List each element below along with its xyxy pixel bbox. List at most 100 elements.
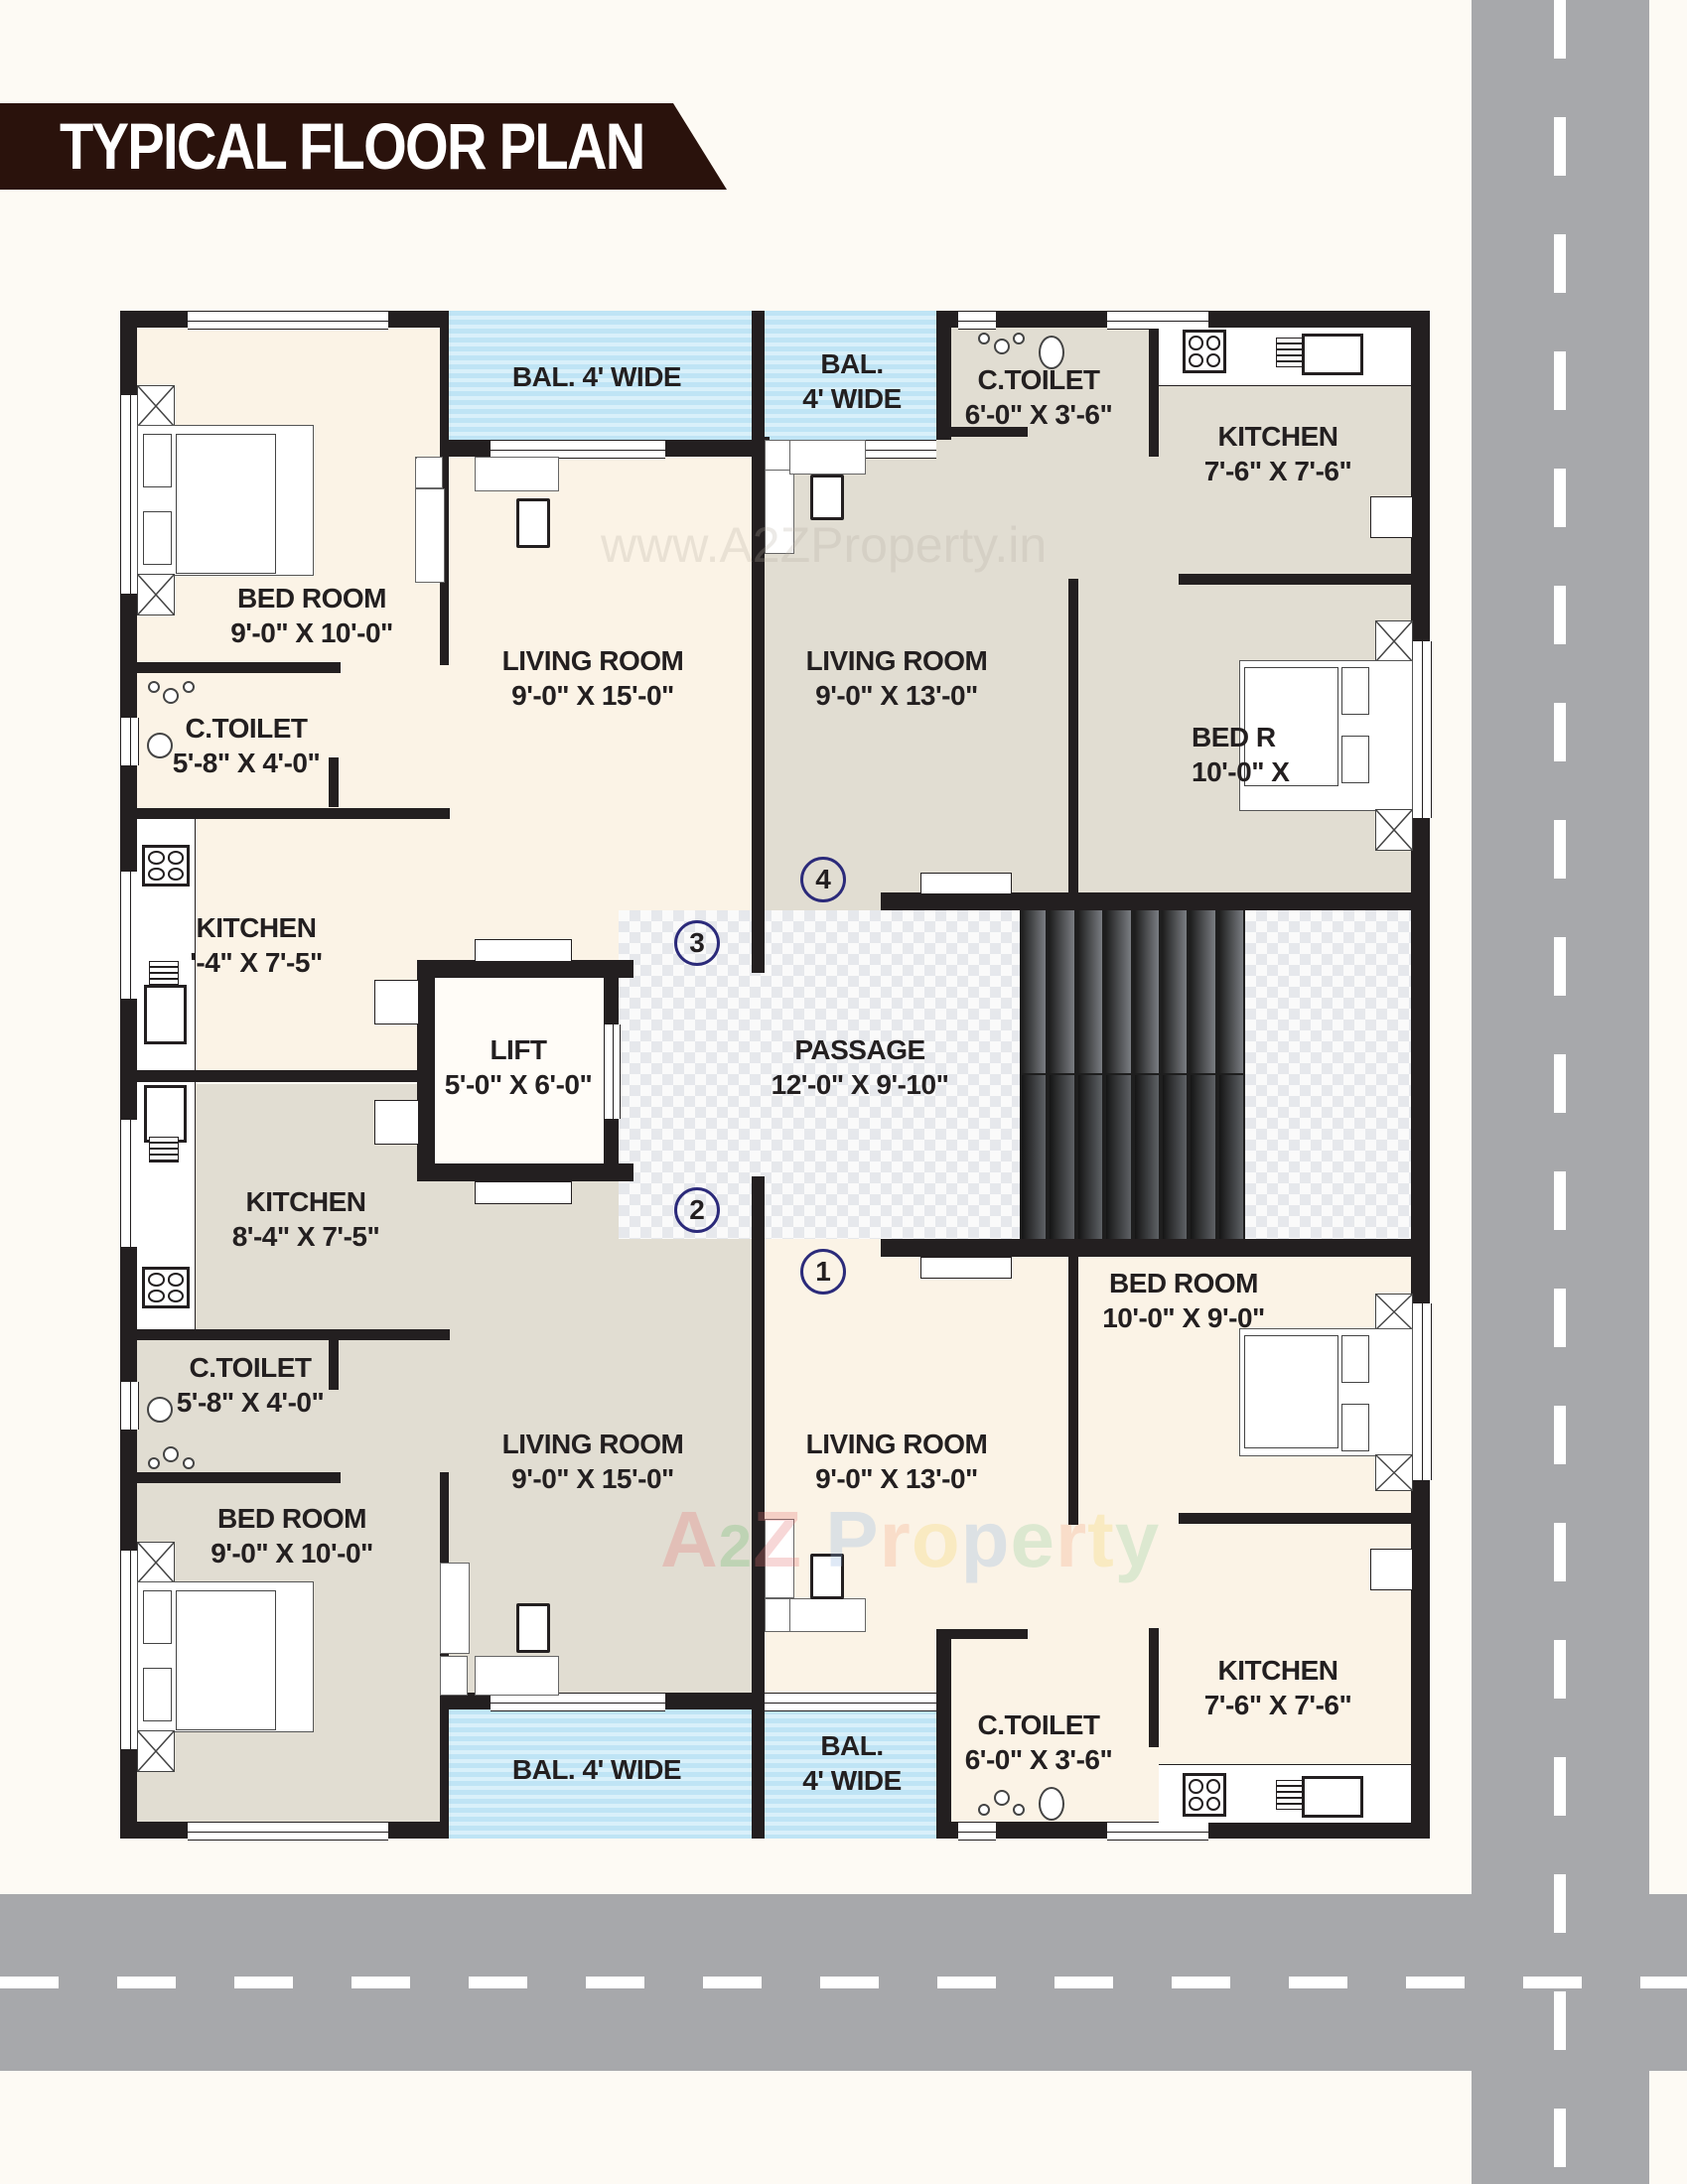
lane-dash (1554, 234, 1566, 293)
page-title: TYPICAL FLOOR PLAN (60, 109, 645, 183)
wall-outer-left (120, 311, 137, 1839)
title-banner (0, 103, 727, 190)
toilet-icon (147, 733, 173, 758)
stair-step (1162, 1075, 1188, 1239)
wall-tl-bed-bottom (137, 662, 341, 673)
wall-br-toilet-left (936, 1629, 951, 1839)
fridge-icon (374, 1100, 419, 1145)
window-tl-toilet (120, 718, 139, 765)
lane-dash (1554, 2109, 1566, 2167)
sofa-icon (415, 457, 417, 459)
lift-car (435, 978, 604, 1163)
stair-step (1050, 910, 1074, 1073)
lane-dash (351, 1977, 410, 1988)
lane-dash (586, 1977, 644, 1988)
window-tr-bed (1411, 641, 1432, 818)
lane-dash (1554, 1640, 1566, 1699)
wall-center-top (752, 440, 765, 973)
lane-dash (0, 1977, 59, 1988)
window-br-toilet (958, 1822, 996, 1841)
wall-lift-bottom (417, 1163, 633, 1181)
tap-icon (148, 1457, 160, 1469)
room-bl-living (440, 1332, 752, 1693)
stair-step (1191, 1075, 1215, 1239)
stove-icon (1183, 1773, 1226, 1817)
sink-icon (1302, 334, 1363, 375)
lane-dash (703, 1977, 762, 1988)
fridge-icon (1370, 496, 1413, 538)
lift-door (604, 1024, 621, 1119)
stair-step (1050, 1075, 1074, 1239)
window-bl-toilet (120, 1382, 139, 1430)
door-icon (920, 873, 1012, 894)
flat-number-badge: 2 (674, 1187, 720, 1233)
wall-tl-toilet-bottom (137, 808, 450, 819)
stair-step (1022, 1075, 1047, 1239)
wall-tr-kitchen-left (1149, 328, 1159, 457)
tap-icon (1013, 1804, 1025, 1816)
drainboard-icon (149, 961, 179, 987)
coffee-table-icon (516, 1603, 550, 1653)
lane-dash (820, 1977, 879, 1988)
lane-dash (1554, 1991, 1566, 2050)
side-table-icon (137, 574, 175, 615)
lane-dash (1554, 469, 1566, 527)
side-table-icon (1375, 1294, 1413, 1330)
coffee-table-icon (810, 475, 844, 520)
label-tl-kitchen: KITCHEN'-4" X 7'-5" (190, 912, 323, 978)
lane-dash (1554, 0, 1566, 59)
sink-icon (1302, 1776, 1363, 1818)
bed-icon (137, 425, 314, 576)
wall-br-kitchen-left (1149, 1628, 1159, 1747)
sofa-icon (765, 1519, 794, 1598)
tap-icon (148, 681, 160, 693)
stair-step (1162, 910, 1188, 1073)
stair-step (1218, 1075, 1243, 1239)
sofa-icon (440, 1656, 468, 1696)
wall-tr-toilet-bottom (936, 427, 1028, 437)
side-table-icon (1375, 620, 1413, 662)
stair-step (1077, 1075, 1103, 1239)
wall-br-toilet-top (936, 1629, 1028, 1639)
tap-icon (994, 1790, 1010, 1806)
stair-step (1022, 910, 1047, 1073)
stair-step (1134, 910, 1159, 1073)
side-table-icon (137, 1730, 175, 1772)
lane-dash (234, 1977, 293, 1988)
stair-step (1218, 910, 1243, 1073)
stair-step (1134, 1075, 1159, 1239)
tap-icon (163, 1446, 179, 1462)
flat-number-badge: 1 (800, 1249, 846, 1295)
stair-step (1077, 910, 1103, 1073)
sofa-icon (789, 1598, 866, 1632)
lane-dash (937, 1977, 996, 1988)
window-bl-bal (491, 1693, 665, 1711)
tap-icon (994, 339, 1010, 354)
stair-step (1106, 910, 1131, 1073)
lane-dash (1554, 1757, 1566, 1816)
fridge-icon (1370, 1549, 1413, 1590)
toilet-icon (1039, 1787, 1064, 1821)
door-icon (475, 939, 572, 962)
lane-dash (1523, 1977, 1582, 1988)
wall-lift-left (417, 960, 435, 1181)
tap-icon (163, 688, 179, 704)
tap-icon (978, 333, 990, 344)
wall-tr-toilet-left (936, 311, 951, 440)
window-tr-kitchen (1107, 311, 1208, 330)
drainboard-icon (1276, 338, 1304, 367)
wall-tl-toilet-right (329, 757, 339, 807)
watermark-url: www.A2ZProperty.in (601, 517, 1048, 573)
